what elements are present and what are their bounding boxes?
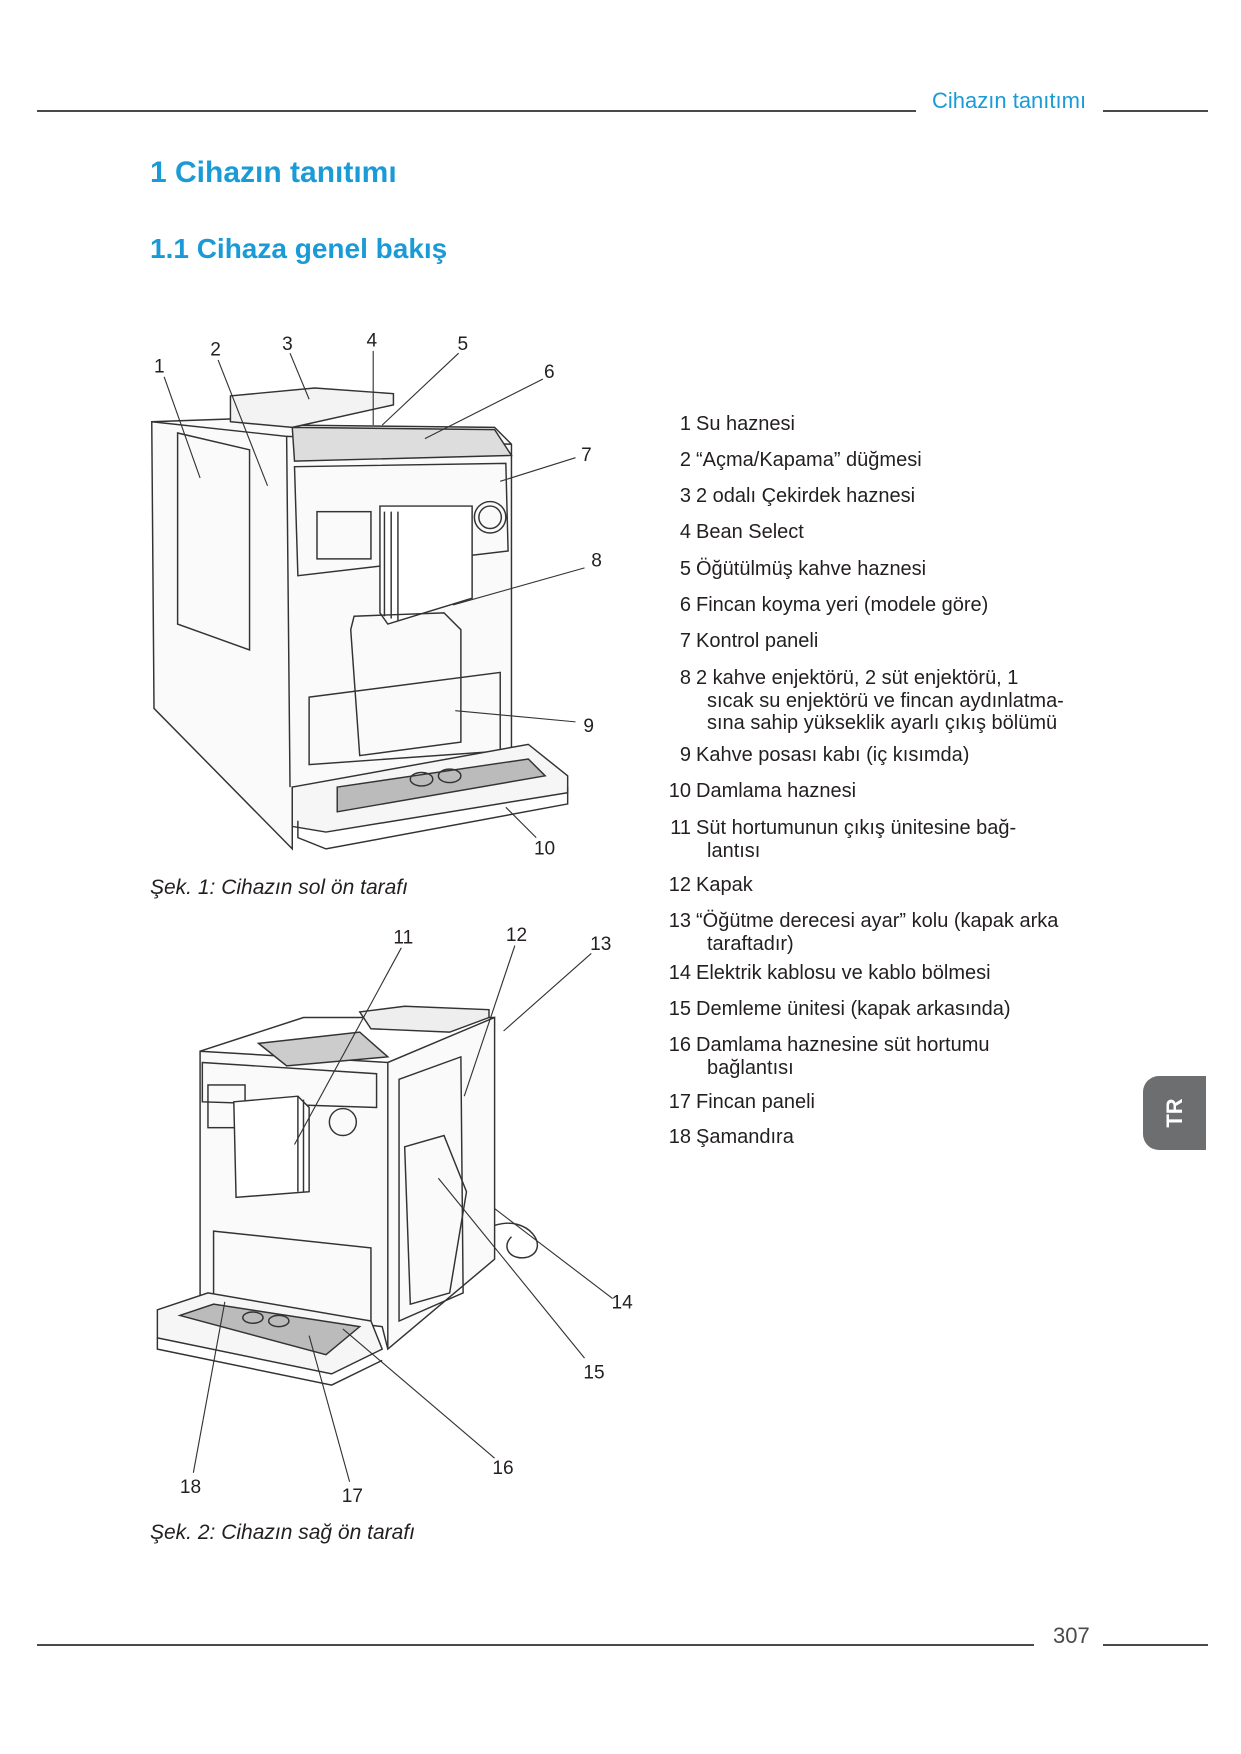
language-tab: TR [1143, 1076, 1206, 1150]
callout-5: 5 [458, 334, 469, 355]
callout-8: 8 [591, 551, 602, 572]
figure1-callouts: 1 2 3 4 5 6 7 8 9 10 [154, 330, 602, 859]
footer-rule-left [37, 1644, 1034, 1646]
figure1-caption: Şek. 1: Cihazın sol ön tarafı [150, 876, 408, 899]
callout-10: 10 [534, 839, 555, 860]
figure2-leader-lines [192, 945, 613, 1482]
callout-2: 2 [210, 339, 221, 360]
list-item: 13“Öğütme derecesi ayar” kolu (kapak ark… [668, 910, 1059, 955]
header-rule-right [1103, 110, 1208, 112]
callout-3: 3 [282, 334, 293, 355]
callout-13: 13 [590, 934, 611, 955]
figure2-callouts: 11 12 13 14 15 16 17 18 [180, 925, 633, 1507]
figure2-machine-drawing [156, 1005, 539, 1386]
figure1-machine-drawing [151, 387, 569, 851]
page-number: 307 [1053, 1623, 1090, 1648]
heading-2: 1.1 Cihaza genel bakış [150, 233, 448, 264]
callout-12: 12 [506, 925, 527, 946]
callout-11: 11 [393, 927, 413, 948]
callout-7: 7 [581, 445, 592, 466]
callout-17: 17 [342, 1486, 363, 1507]
list-item: 2“Açma/Kapama” düğmesi [679, 449, 922, 471]
running-header: Cihazın tanıtımı [932, 88, 1087, 113]
figure1-leader-lines [163, 350, 585, 839]
callout-14: 14 [612, 1293, 634, 1314]
figure2-caption: Şek. 2: Cihazın sağ ön tarafı [150, 1521, 415, 1544]
callout-9: 9 [583, 716, 594, 737]
callout-16: 16 [492, 1458, 513, 1479]
header-rule-left [37, 110, 916, 112]
callout-15: 15 [583, 1362, 604, 1383]
callout-6: 6 [544, 362, 555, 383]
callout-18: 18 [180, 1477, 201, 1498]
footer-rule-right [1103, 1644, 1208, 1646]
callout-4: 4 [366, 330, 377, 351]
callout-1: 1 [154, 356, 165, 377]
heading-1: 1 Cihazın tanıtımı [150, 156, 397, 189]
